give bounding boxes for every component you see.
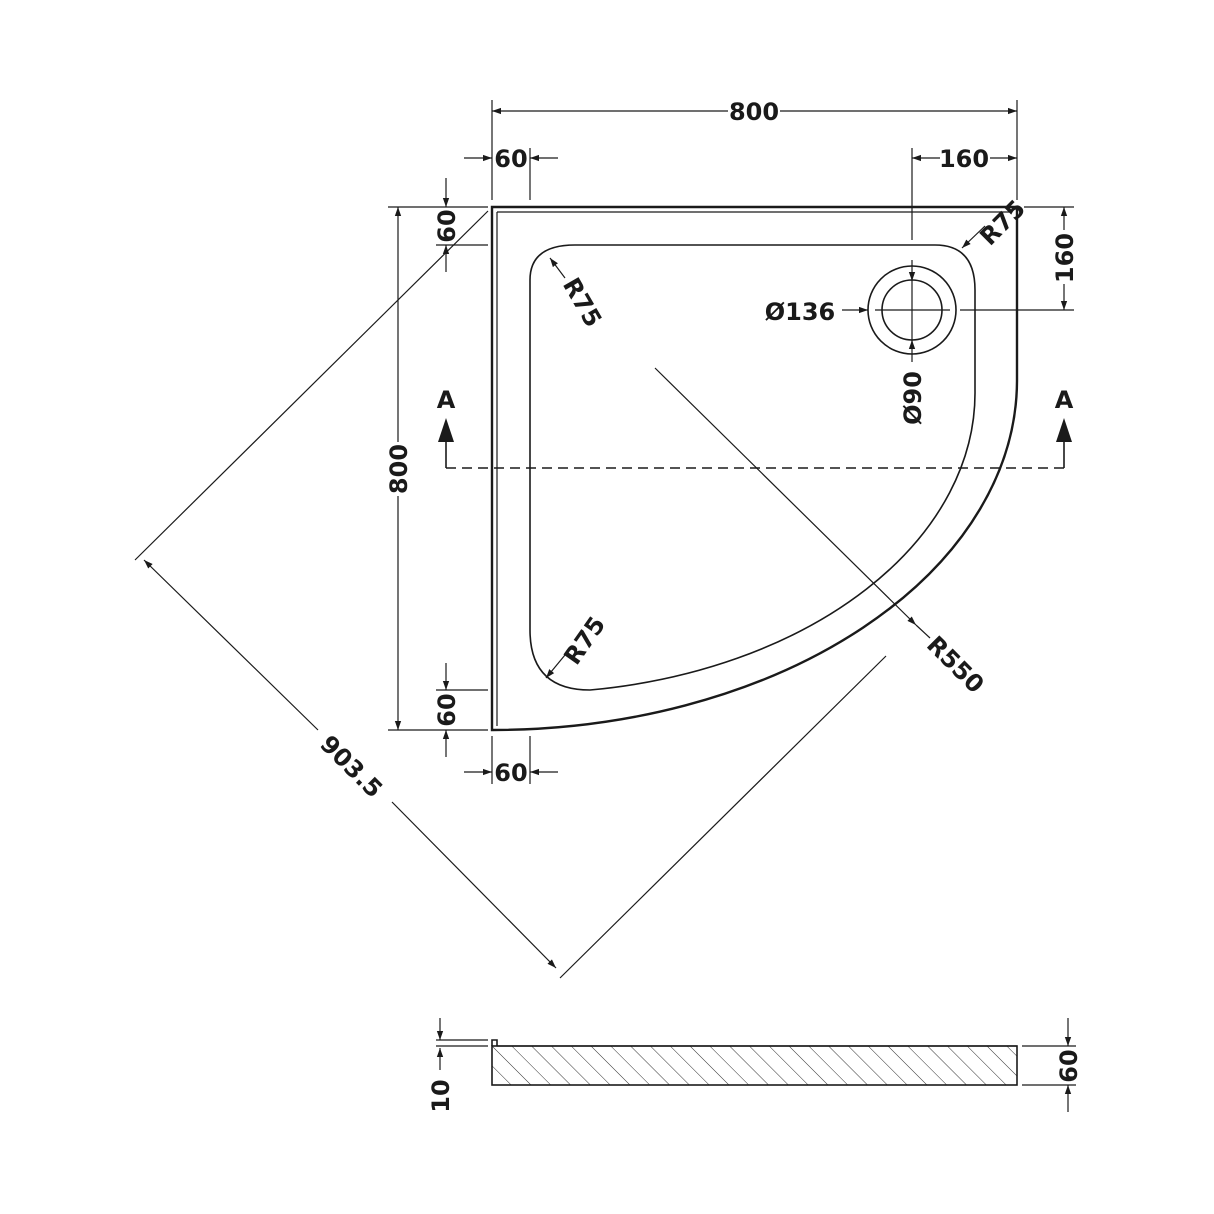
dimension-waste-outer-diameter: Ø136: [765, 298, 868, 326]
section-upstand: [491, 1039, 498, 1046]
dim-label-60-left-bottom: 60: [433, 693, 461, 726]
dimension-top-left-radius: R75: [549, 257, 607, 332]
dimension-top-rim: 60: [433, 178, 488, 272]
dimension-bottom-rim: 60: [433, 663, 488, 757]
dimension-overall-depth: 800: [385, 206, 488, 731]
dim-label-60-bottom: 60: [494, 759, 527, 787]
dimension-waste-offset-x: 160: [911, 145, 1017, 240]
dim-label-r75-bottom-left: R75: [558, 611, 611, 670]
section-hatched-body: [491, 1045, 1018, 1086]
section-marker-right: A: [1055, 386, 1074, 414]
dim-label-60-top: 60: [494, 145, 527, 173]
dim-label-d90: Ø90: [899, 371, 927, 425]
dim-label-r75-waste: R75: [974, 194, 1030, 250]
dim-label-800-top: 800: [729, 98, 779, 126]
dimension-section-height: 60: [1022, 1018, 1083, 1112]
dimension-bottom-left-60: 60: [464, 736, 558, 787]
dimension-curve-radius: R550: [654, 367, 989, 699]
dimension-section-step: 10: [427, 1018, 488, 1113]
dim-label-160-right: 160: [1051, 233, 1079, 283]
tray-section-view: [491, 1039, 1018, 1086]
section-arrow-right: [1056, 418, 1072, 442]
dim-label-160-top: 160: [939, 145, 989, 173]
dimension-waste-inner-diameter: Ø90: [899, 260, 927, 425]
dim-label-800-left: 800: [385, 444, 413, 494]
dim-label-903-5: 903.5: [315, 730, 388, 803]
dim-label-d136: Ø136: [765, 298, 836, 326]
dim-label-60-left-top: 60: [433, 209, 461, 242]
dimension-bottom-left-radius: R75: [545, 611, 611, 679]
dim-label-60-section: 60: [1055, 1049, 1083, 1082]
dim-label-r75-top-left: R75: [557, 273, 607, 332]
dimension-waste-offset-y: 160: [960, 206, 1079, 311]
section-arrow-left: [438, 418, 454, 442]
dimension-top-left-60: 60: [464, 145, 558, 200]
tray-inner-basin: [529, 244, 976, 691]
section-marker-left: A: [437, 386, 456, 414]
dimension-diagonal: 903.5: [134, 210, 887, 979]
tray-outer-outline: [490, 205, 1019, 732]
section-line-a-a: A A: [437, 386, 1074, 469]
dim-label-r550: R550: [921, 631, 989, 699]
dimension-overall-width: 800: [491, 98, 1018, 200]
dim-label-10: 10: [427, 1079, 455, 1112]
tray-upstand-line: [496, 211, 1012, 726]
dimension-waste-radius: R75: [961, 194, 1031, 251]
